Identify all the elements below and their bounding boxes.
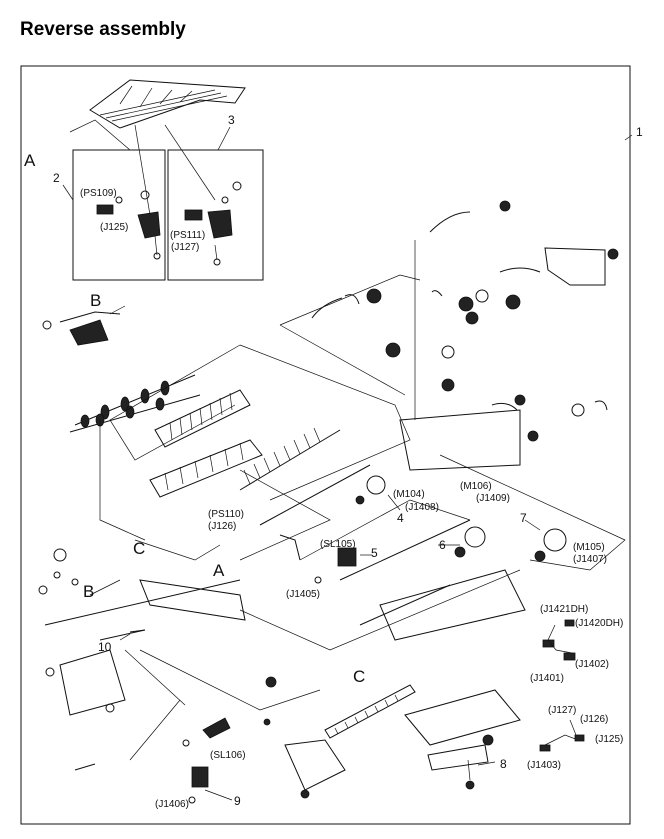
page-title: Reverse assembly xyxy=(20,19,186,40)
ref-ps111: (PS111) xyxy=(170,230,205,241)
letter-c-mid: C xyxy=(133,539,145,558)
inset-box-3 xyxy=(167,149,264,281)
callout-9: 9 xyxy=(234,794,241,808)
ref-m105: (M105) xyxy=(573,542,605,553)
ref-ps109: (PS109) xyxy=(80,188,117,199)
lower-left-guide xyxy=(45,649,126,716)
motor-m106 xyxy=(454,526,486,558)
callout-7: 7 xyxy=(520,511,527,525)
ref-j1406: (J1406) xyxy=(155,799,189,810)
inset-box-2 xyxy=(72,149,166,281)
loose-gear xyxy=(265,676,277,688)
grouping-lines xyxy=(89,240,626,761)
reverse-guide-lower xyxy=(149,439,263,498)
ref-j125-b: (J125) xyxy=(595,734,623,745)
comb-guide xyxy=(239,427,341,491)
callout-4: 4 xyxy=(397,511,404,525)
ref-j126-b: (J126) xyxy=(580,714,608,725)
solenoid-sl106 xyxy=(182,717,231,804)
part-b-bracket xyxy=(42,305,126,346)
mid-right-frame xyxy=(399,394,608,471)
ref-j1409: (J1409) xyxy=(476,493,510,504)
ref-sl106: (SL106) xyxy=(210,750,246,761)
ref-j126-a: (J126) xyxy=(208,521,236,532)
callout-3: 3 xyxy=(228,113,235,127)
roller-shaft-3 xyxy=(259,464,371,526)
ref-j1403: (J1403) xyxy=(527,760,561,771)
ref-m106: (M106) xyxy=(460,481,492,492)
solenoid-sl105 xyxy=(279,534,357,584)
drive-gear-set xyxy=(311,288,521,392)
sensor-ps111-assembly xyxy=(184,181,242,266)
ref-sl105: (SL105) xyxy=(320,539,356,550)
upper-right-bracket xyxy=(429,200,619,286)
callout-6: 6 xyxy=(439,538,446,552)
ref-j1405: (J1405) xyxy=(286,589,320,600)
callout-2: 2 xyxy=(53,171,60,185)
lower-left-frame xyxy=(38,548,246,641)
ref-j125-a: (J125) xyxy=(100,222,128,233)
loose-screw xyxy=(263,718,271,726)
sensor-ps109-assembly xyxy=(96,190,161,260)
diagram-frame xyxy=(20,65,631,825)
ref-ps110: (PS110) xyxy=(208,509,244,520)
bottom-center-guide xyxy=(284,739,346,799)
callout-1: 1 xyxy=(636,125,643,139)
ref-j1401: (J1401) xyxy=(530,673,564,684)
letter-b-mid: B xyxy=(83,582,94,601)
reverse-guide-upper xyxy=(154,389,251,448)
right-lower-frame xyxy=(379,569,526,790)
cable-j1403 xyxy=(539,719,585,752)
ref-j1402: (J1402) xyxy=(575,659,609,670)
letter-b-top: B xyxy=(90,291,101,310)
motor-m105 xyxy=(534,528,567,562)
roller-shaft-5 xyxy=(359,584,451,626)
ref-j1407: (J1407) xyxy=(573,554,607,565)
part-c-strip xyxy=(324,684,416,739)
bottom-left-screw xyxy=(74,763,96,771)
feed-roller-shaft-1 xyxy=(74,374,196,428)
letter-c-low: C xyxy=(353,667,365,686)
screw-10 xyxy=(129,629,146,633)
letter-a-mid: A xyxy=(213,561,225,580)
callout-5: 5 xyxy=(371,546,378,560)
ref-j1421dh: (J1421DH) xyxy=(540,604,588,615)
motor-m104 xyxy=(355,475,386,505)
ref-j1420dh: (J1420DH) xyxy=(575,618,623,629)
top-guide-tray xyxy=(69,79,246,216)
roller-shaft-4 xyxy=(339,519,471,581)
ref-j127-b: (J127) xyxy=(548,705,576,716)
ref-m104: (M104) xyxy=(393,489,425,500)
callout-10: 10 xyxy=(98,640,112,654)
cable-j1420dh xyxy=(542,619,576,661)
callout-leaders xyxy=(62,126,633,801)
feed-roller-shaft-2 xyxy=(69,394,201,433)
letter-a-top: A xyxy=(24,151,36,170)
ref-j127-a: (J127) xyxy=(171,242,199,253)
ref-j1408: (J1408) xyxy=(405,502,439,513)
callout-8: 8 xyxy=(500,757,507,771)
